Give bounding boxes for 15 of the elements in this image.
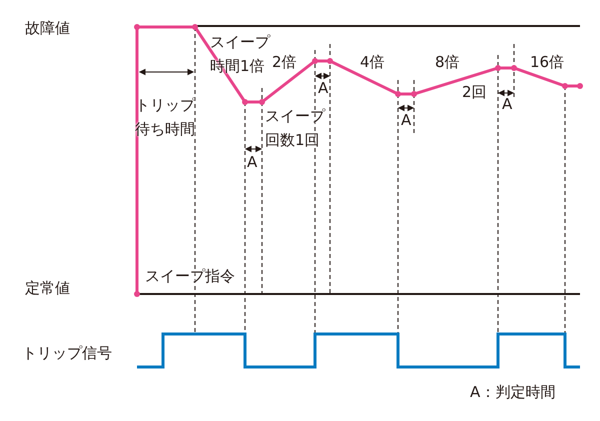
annotation-label: 16倍 bbox=[530, 52, 564, 73]
annotation-label: スイープ指令 bbox=[145, 266, 235, 287]
annotation-label: 2回 bbox=[462, 82, 487, 103]
annotation-label: A bbox=[502, 94, 512, 115]
annotation-label: A bbox=[401, 110, 412, 131]
annotation-label: A bbox=[247, 152, 258, 173]
axis-label: 定常値 bbox=[25, 278, 70, 299]
annotation-label: 4倍 bbox=[360, 52, 385, 73]
annotation-label: 8倍 bbox=[435, 52, 460, 73]
axis-label: トリップ信号 bbox=[22, 343, 112, 364]
legend-note: A：判定時間 bbox=[470, 382, 556, 403]
annotation-label: A bbox=[318, 78, 328, 99]
axis-label: 故障値 bbox=[25, 18, 70, 39]
annotation-label: スイープ回数1回 bbox=[265, 106, 326, 151]
annotation-label: 2倍 bbox=[272, 52, 297, 73]
